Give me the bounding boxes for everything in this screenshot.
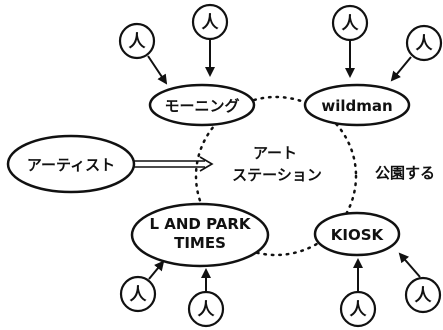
person-glyph-7: 人	[350, 300, 368, 320]
node-wildman-label: wildman	[321, 97, 392, 115]
person-glyph-6: 人	[198, 300, 216, 320]
person-circle-5	[119, 275, 157, 313]
person-glyph-8: 人	[415, 286, 433, 306]
person-arrow-1	[147, 55, 168, 85]
node-morning-label: モーニング	[164, 97, 239, 115]
node-land-park-times-label-line1: L AND PARK	[149, 215, 251, 233]
art-station-dotted-ring	[194, 95, 358, 257]
person-circle-8	[404, 276, 442, 314]
person-circle-2	[191, 3, 229, 41]
side-label-koen-suru: 公園する	[375, 164, 435, 182]
person-circle-3	[331, 4, 369, 42]
node-kiosk-label: KIOSK	[331, 226, 385, 244]
person-glyph-2: 人	[202, 13, 220, 33]
person-circle-1	[118, 22, 156, 60]
person-arrow-8	[398, 252, 421, 278]
person-circle-4	[405, 24, 443, 62]
node-morning	[148, 83, 256, 127]
person-circle-6	[187, 290, 225, 328]
artist-arrowhead	[199, 156, 214, 172]
person-circle-7	[339, 290, 377, 328]
person-glyph-1: 人	[129, 32, 147, 52]
node-wildman	[303, 83, 411, 127]
node-kiosk	[313, 211, 401, 257]
node-artist-label: アーティスト	[27, 156, 115, 174]
person-glyph-4: 人	[416, 34, 434, 54]
node-artist	[6, 134, 136, 194]
person-arrow-4	[390, 56, 412, 82]
person-glyph-3: 人	[342, 14, 360, 34]
center-label-line2: ステーション	[232, 166, 322, 184]
person-glyph-5: 人	[130, 285, 148, 305]
person-arrow-5	[148, 260, 165, 280]
center-label-line1: アート	[253, 144, 297, 162]
node-land-park-times-label-line2: TIMES	[174, 234, 226, 252]
node-land-park-times	[130, 202, 270, 268]
